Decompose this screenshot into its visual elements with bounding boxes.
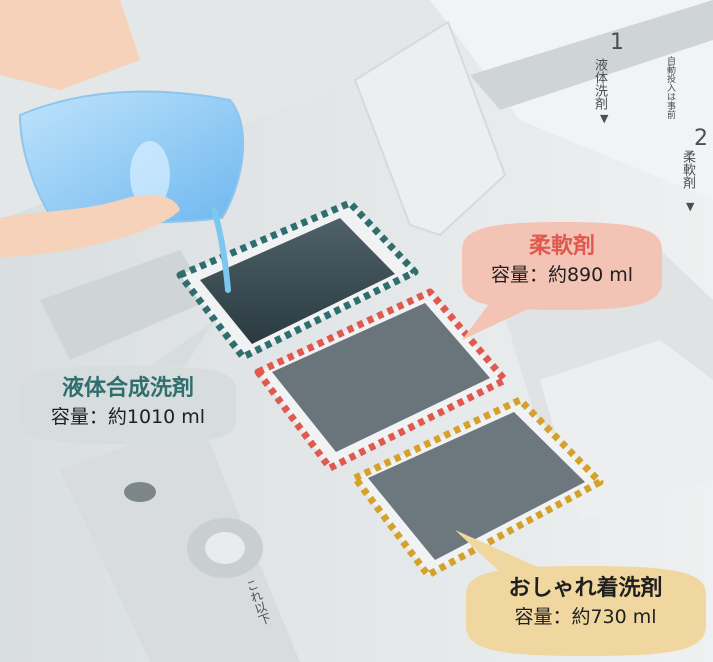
- liquid-box-lid: [353, 20, 507, 237]
- auto-dispense-label: 自動投入は事前: [665, 56, 675, 119]
- delicate-detergent-capacity: 容量：約730 ml: [514, 606, 657, 628]
- softener-callout: 柔軟剤 容量：約890 ml: [455, 232, 669, 288]
- liquid-bubble: [20, 320, 236, 444]
- softener-capacity: 容量：約890 ml: [490, 264, 634, 286]
- liquid-box-outline: [176, 199, 419, 361]
- slot2-label: 柔軟剤: [680, 150, 695, 189]
- pour-stream: [211, 207, 231, 293]
- liquid-detergent-callout: 液体合成洗剤 容量：約1010 ml: [4, 374, 252, 430]
- slot1-number: 1: [610, 30, 624, 55]
- delicate-box-outline: [351, 396, 604, 579]
- slot1-arrow-icon: ▼: [600, 112, 609, 125]
- detergent-bag: [18, 90, 245, 224]
- upper-hand: [0, 0, 140, 90]
- delicate-bubble: [455, 530, 706, 656]
- left-slot-cover: [60, 420, 300, 662]
- rail: [470, 0, 713, 110]
- bag-highlight: [130, 141, 170, 209]
- liquid-box-well: [200, 218, 395, 344]
- slot2-number: 2: [694, 126, 708, 151]
- delicate-box-well: [368, 412, 585, 560]
- left-ledge: [40, 250, 210, 360]
- slot2-arrow-icon: ▼: [686, 200, 695, 213]
- knob-center: [205, 532, 245, 564]
- delicate-detergent-callout: おしゃれ着洗剤 容量：約730 ml: [462, 574, 709, 630]
- slot1-label: 液体洗剤: [592, 58, 607, 110]
- cap-ring: [124, 482, 156, 502]
- softener-box-well: [272, 303, 490, 452]
- softener-name: 柔軟剤: [528, 234, 595, 259]
- softener-bubble: [462, 222, 662, 340]
- liquid-detergent-capacity: 容量：約1010 ml: [50, 406, 206, 428]
- delicate-detergent-name: おしゃれ着洗剤: [508, 576, 663, 601]
- lower-hand: [0, 194, 180, 258]
- softener-box-outline: [254, 288, 509, 472]
- liquid-detergent-name: 液体合成洗剤: [61, 376, 194, 401]
